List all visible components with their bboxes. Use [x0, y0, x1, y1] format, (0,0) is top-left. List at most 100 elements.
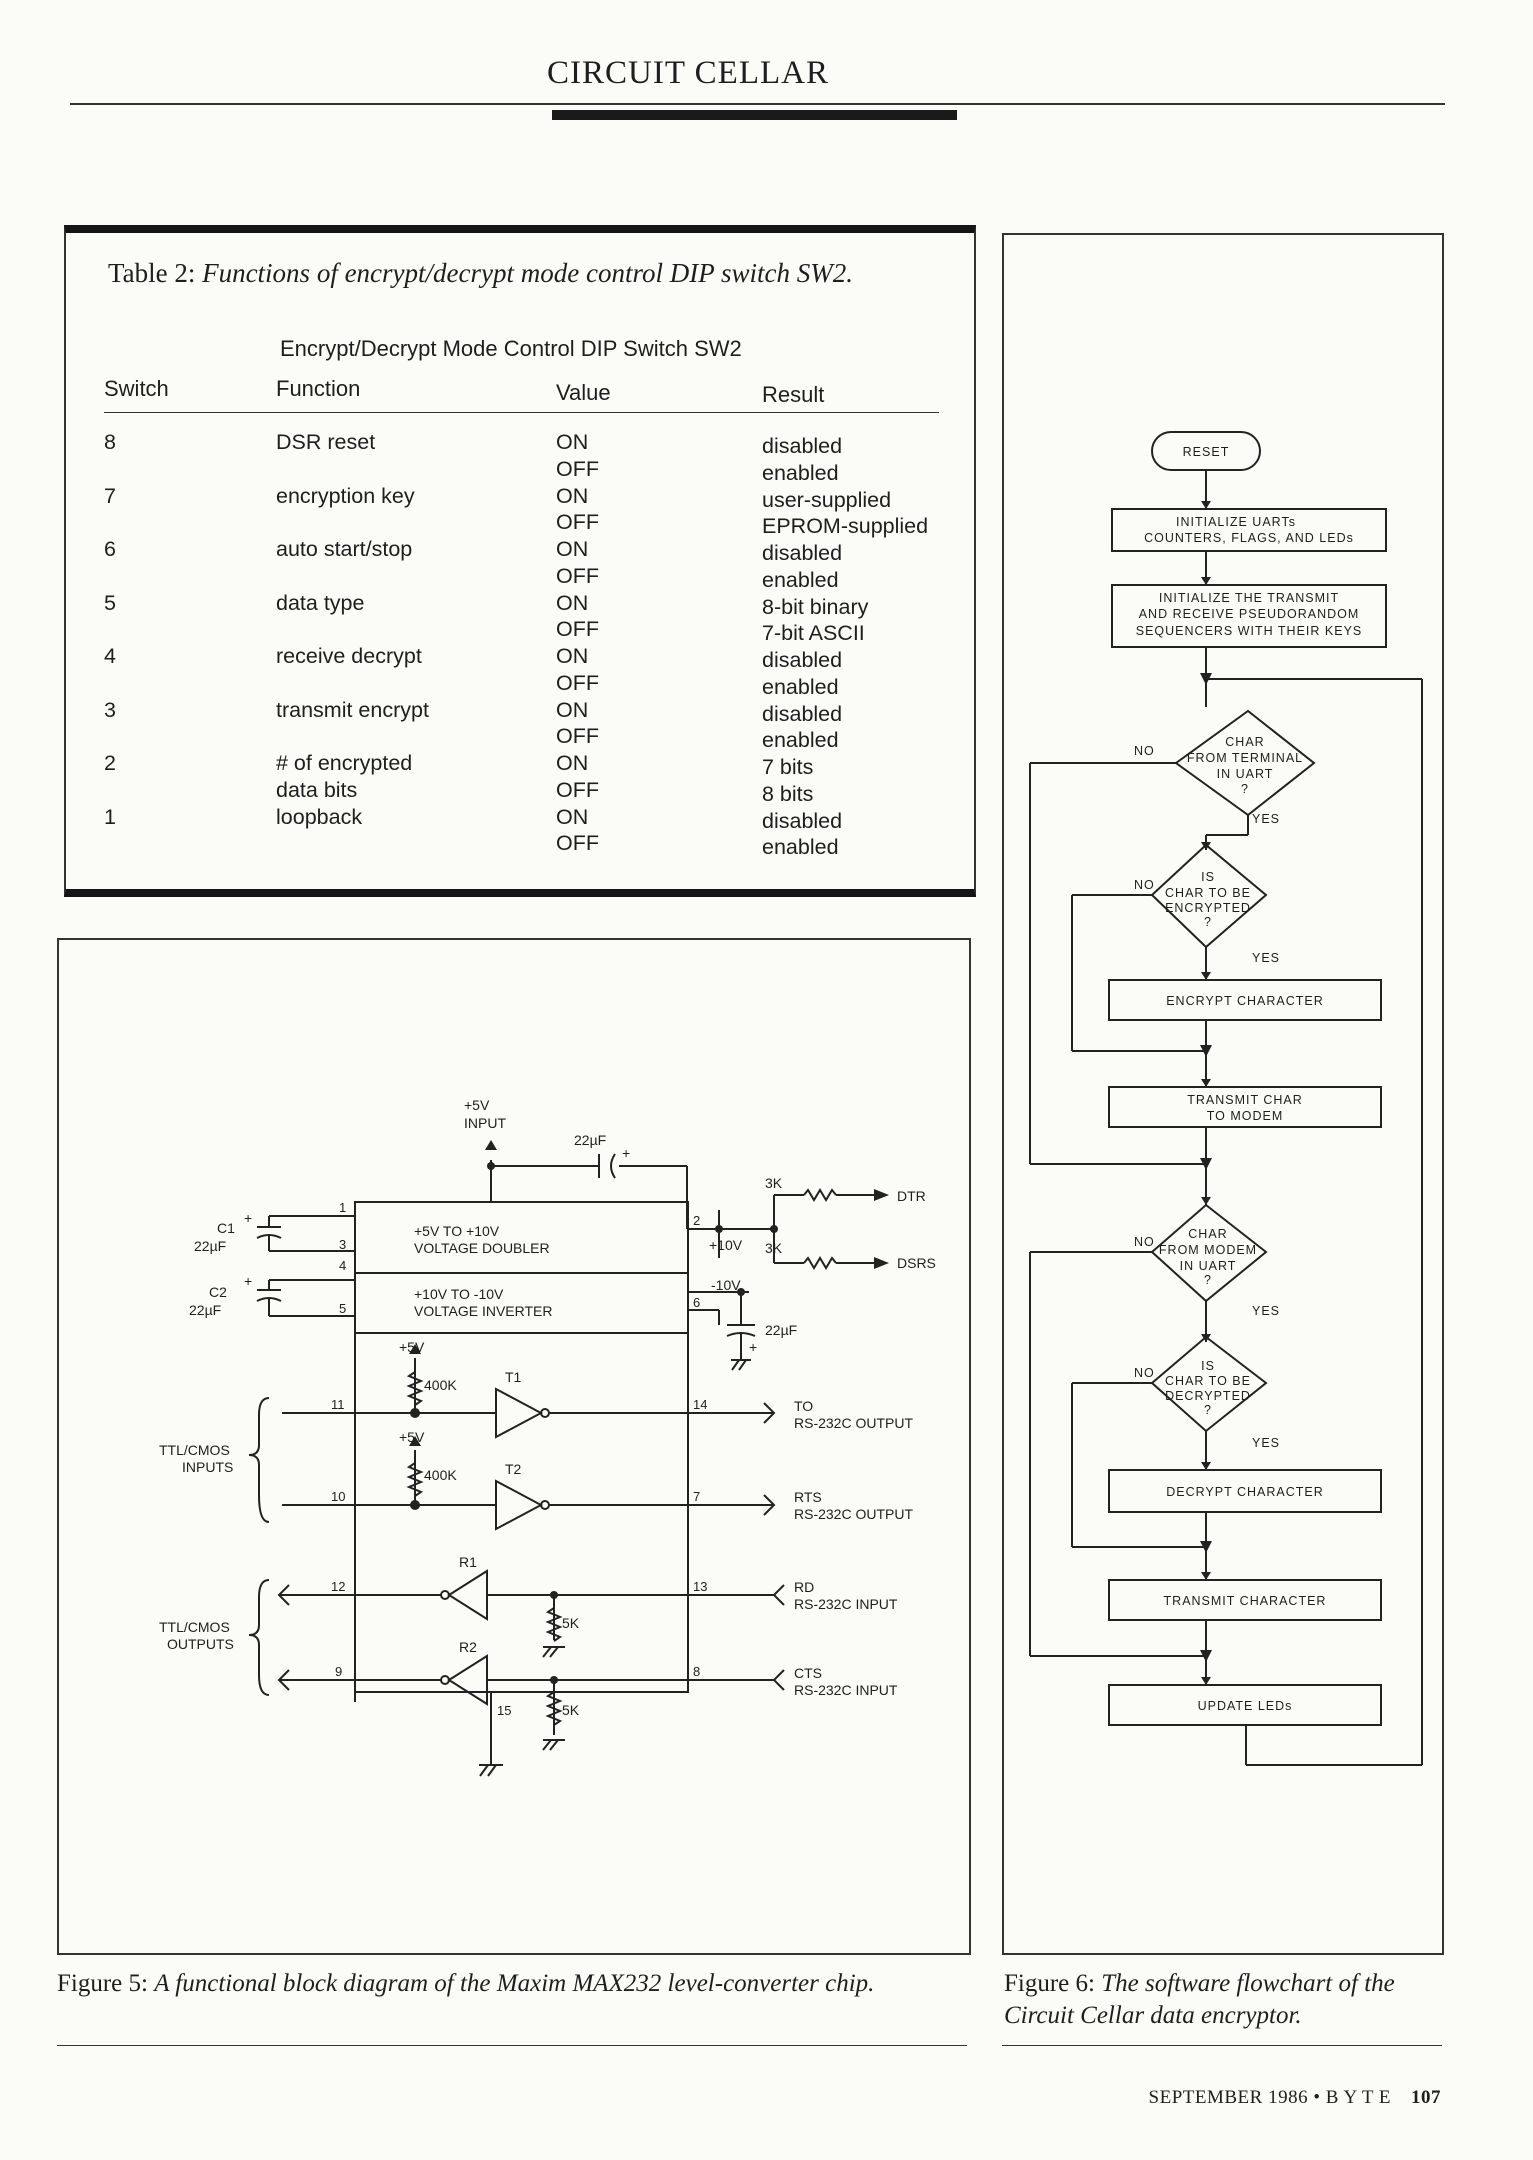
table-cell-result: enabled [762, 835, 839, 859]
table-cell-function: data bits [276, 777, 358, 802]
pin-number: 8 [693, 1664, 700, 1679]
table-cell-switch: 7 [104, 483, 116, 508]
table-cell-result: disabled [762, 701, 843, 726]
issue-line: SEPTEMBER 1986 • B Y T E [1148, 2087, 1391, 2108]
node-label: IS [1201, 870, 1215, 884]
table-cell-value: ON [556, 430, 589, 454]
figure6-caption: Figure 6: The software flowchart of the … [1004, 1968, 1434, 2032]
node-label: FROM MODEM [1159, 1243, 1257, 1257]
flowchart: RESET INITIALIZE UARTs COUNTERS, FLAGS, … [1029, 431, 1423, 1766]
plus-sign-c1: + [244, 1210, 252, 1226]
node-init-sequencers [1111, 584, 1387, 648]
pin-number: 9 [335, 1664, 342, 1679]
node-label: INITIALIZE UARTs [1176, 515, 1296, 529]
pin-number: 14 [693, 1397, 707, 1412]
node-label: ENCRYPTED [1165, 901, 1251, 915]
node-label: TRANSMIT CHARACTER [1164, 1594, 1327, 1608]
table-cell-function: data type [276, 590, 365, 615]
label-dtr: DTR [897, 1188, 926, 1204]
table-cell-value: OFF [556, 724, 599, 748]
node-label: ENCRYPT CHARACTER [1166, 994, 1324, 1008]
node-label: CHAR [1188, 1227, 1227, 1241]
running-head: CIRCUIT CELLAR [547, 55, 829, 91]
node-label: ? [1204, 1273, 1212, 1287]
table-cell-result: enabled [762, 674, 839, 699]
branch-yes: YES [1252, 1436, 1280, 1450]
pin-number: 6 [693, 1295, 700, 1310]
table-cell-result: disabled [762, 808, 843, 833]
table-cell-value: OFF [556, 456, 599, 481]
plus-sign-right: + [749, 1339, 757, 1355]
label-r1: R1 [459, 1554, 477, 1570]
table-cell-value: ON [556, 751, 589, 775]
table-cell-value: ON [556, 483, 589, 508]
branch-no: NO [1134, 744, 1155, 758]
table-cell-result: enabled [762, 728, 839, 752]
label-dsrs: DSRS [897, 1255, 936, 1271]
label-cts: CTS [794, 1665, 822, 1681]
label-ttl-outputs-2: OUTPUTS [167, 1636, 234, 1652]
table-cell-function: auto start/stop [276, 537, 413, 561]
node-label: CHAR TO BE [1165, 1374, 1251, 1388]
node-encrypt-character [1108, 979, 1382, 1021]
table-cell-value: OFF [556, 563, 599, 588]
node-label: IS [1201, 1359, 1215, 1373]
table-cell-value: ON [556, 537, 589, 561]
node-label: RESET [1183, 445, 1230, 459]
label-400k-a: 400K [424, 1377, 457, 1393]
table-cell-value: ON [556, 804, 589, 829]
node-decrypt-character [1108, 1469, 1382, 1513]
node-label: AND RECEIVE PSEUDORANDOM [1139, 607, 1360, 621]
decision-char-to-be-decrypted [1150, 1335, 1268, 1433]
column-header-switch: Switch [104, 376, 169, 401]
table-cell-result: disabled [762, 648, 843, 672]
node-label: SEQUENCERS WITH THEIR KEYS [1136, 624, 1363, 638]
node-label: TO MODEM [1207, 1109, 1284, 1123]
table-cell-switch: 4 [104, 644, 116, 668]
pin-number: 7 [693, 1489, 700, 1504]
label-rs232-output-1: RS-232C OUTPUT [794, 1415, 913, 1431]
table-cell-value: ON [556, 644, 589, 668]
table-cell-result: enabled [762, 567, 839, 592]
pin-number: 2 [693, 1213, 700, 1228]
table-header-rule [104, 412, 939, 413]
table-title: Encrypt/Decrypt Mode Control DIP Switch … [280, 336, 742, 361]
table-cell-switch: 5 [104, 590, 116, 615]
node-label: CHAR TO BE [1165, 886, 1251, 900]
figure6-frame: RESET INITIALIZE UARTs COUNTERS, FLAGS, … [1002, 233, 1444, 1955]
table-box [64, 225, 976, 897]
label-t1: T1 [505, 1369, 522, 1385]
label-inverter-1: +10V TO -10V [414, 1286, 504, 1302]
label-doubler-1: +5V TO +10V [414, 1223, 500, 1239]
table-cell-function: receive decrypt [276, 644, 422, 668]
header-rule [70, 103, 1445, 105]
pin-number: 1 [339, 1200, 346, 1215]
header-bar [552, 110, 957, 120]
label-t2: T2 [505, 1461, 522, 1477]
node-label: INITIALIZE THE TRANSMIT [1159, 591, 1339, 605]
decision-char-from-terminal [1174, 709, 1316, 817]
figure6-caption-text: The software flowchart of the Circuit Ce… [1004, 1970, 1395, 2029]
label-input: INPUT [464, 1115, 506, 1131]
branch-no: NO [1134, 878, 1155, 892]
table-cell-function: DSR reset [276, 430, 376, 454]
pin-number: 10 [331, 1489, 345, 1504]
label-ttl-inputs-1: TTL/CMOS [159, 1442, 230, 1458]
column-header-value: Value [556, 380, 611, 405]
table-caption: Table 2: Functions of encrypt/decrypt mo… [108, 258, 853, 289]
label-ttl-outputs-1: TTL/CMOS [159, 1619, 230, 1635]
table-cell-switch: 1 [104, 804, 116, 829]
figure5-rule [57, 2045, 967, 2046]
decision-char-from-modem [1150, 1203, 1268, 1303]
label-r2: R2 [459, 1639, 477, 1655]
table-cell-value: ON [556, 697, 589, 722]
table-cell-result: user-supplied [762, 487, 892, 512]
table-cell-result: EPROM-supplied [762, 514, 929, 538]
table-cell-result: enabled [762, 460, 839, 485]
label-cap-top: 22µF [574, 1132, 606, 1148]
pin-number: 15 [497, 1703, 511, 1718]
node-label: UPDATE LEDs [1198, 1699, 1293, 1713]
node-init-uarts [1111, 508, 1387, 552]
node-label: COUNTERS, FLAGS, AND LEDs [1144, 531, 1354, 545]
